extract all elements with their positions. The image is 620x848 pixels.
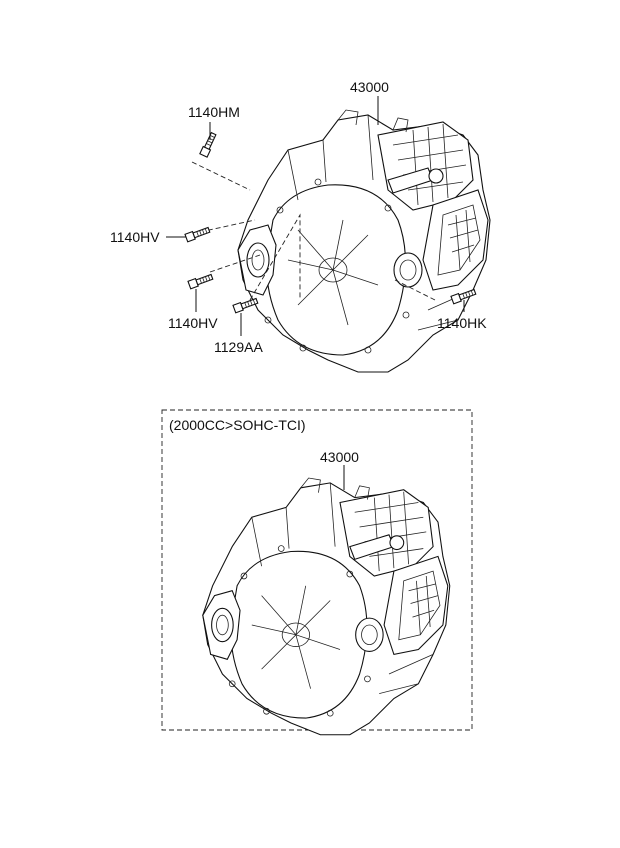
label-1140hk: 1140HK <box>437 315 487 331</box>
variant-part-number-43000: 43000 <box>320 449 359 465</box>
upper-part-number-43000: 43000 <box>350 79 389 95</box>
variant-caption: (2000CC>SOHC-TCI) <box>169 417 306 433</box>
bolt-1140hv-lower-icon <box>187 272 214 290</box>
label-1140hv-left: 1140HV <box>110 229 160 245</box>
label-1129aa: 1129AA <box>214 339 263 355</box>
label-1140hv-lower: 1140HV <box>168 315 218 331</box>
upper-transaxle-drawing <box>237 109 491 373</box>
bolt-1129aa-icon <box>232 296 259 314</box>
upper-guide-lines <box>191 161 436 301</box>
label-1140hm: 1140HM <box>188 104 240 120</box>
bolt-1140hv-left-icon <box>184 225 211 243</box>
variant-transaxle-drawing <box>202 477 451 736</box>
bolt-1140hm-icon <box>199 131 218 158</box>
